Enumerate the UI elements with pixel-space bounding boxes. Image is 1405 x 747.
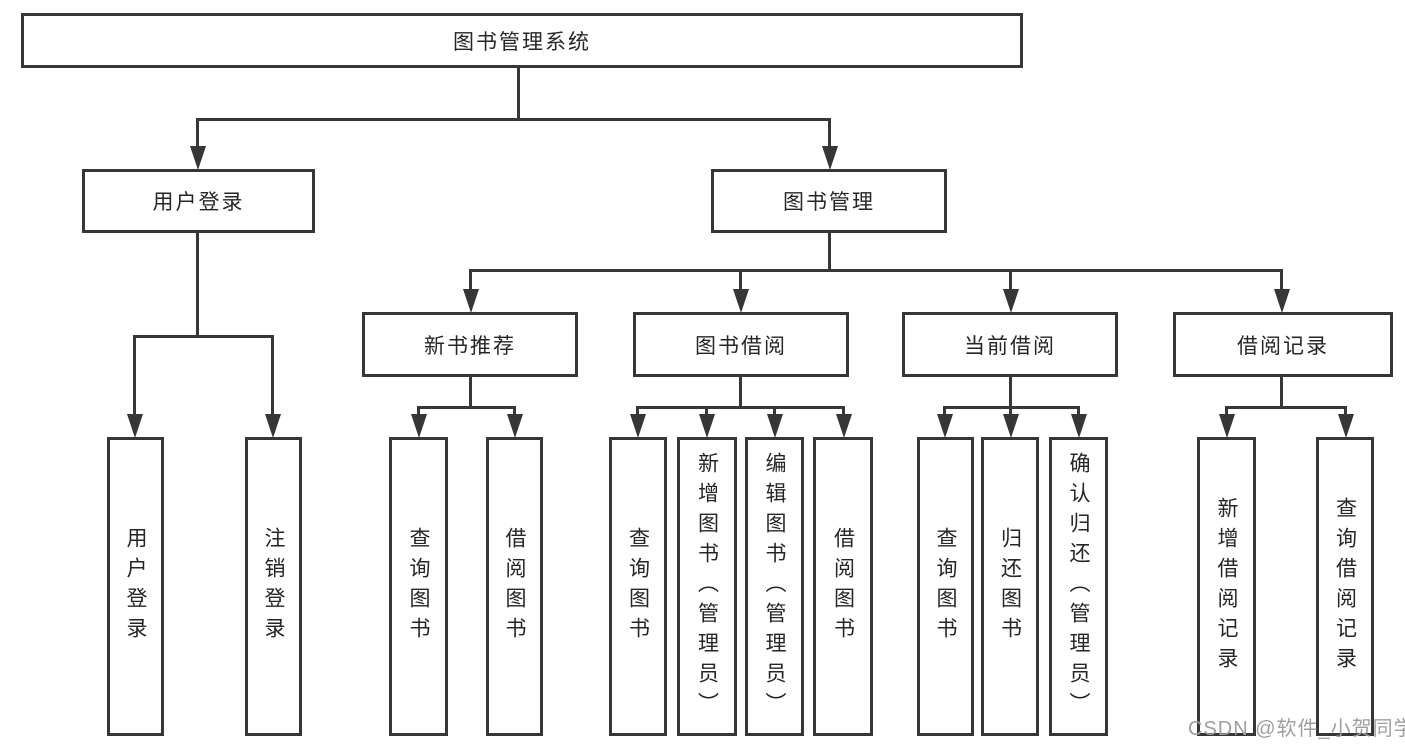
connector-stem (1009, 406, 1012, 417)
arrowhead (1003, 414, 1019, 438)
arrowhead (1274, 289, 1290, 313)
node-book-management-label: 图书管理 (783, 191, 875, 214)
leaf-add-book-admin-label: 新增图书（管理员） (695, 451, 719, 722)
arrowhead (507, 414, 523, 438)
connector-section-rail (1225, 406, 1347, 409)
arrowhead (937, 414, 953, 438)
node-current-borrow: 当前借阅 (902, 312, 1118, 377)
leaf-confirm-return-admin: 确认归还（管理员） (1049, 437, 1108, 736)
connector-section-trunk (469, 375, 472, 409)
connector-stem (943, 406, 946, 417)
connector-mgmt-trunk (828, 231, 831, 271)
node-borrow-record-label: 借阅记录 (1237, 334, 1329, 358)
connector-stem (1344, 406, 1347, 417)
leaf-add-borrow-record: 新增借阅记录 (1197, 437, 1256, 736)
leaf-query-book-borrow: 查询图书 (609, 437, 667, 736)
connector-stem (196, 118, 199, 148)
connector-stem (828, 118, 831, 148)
leaf-add-book-admin: 新增图书（管理员） (677, 437, 737, 736)
connector-stem (1077, 406, 1080, 417)
leaf-confirm-return-admin-label: 确认归还（管理员） (1067, 451, 1090, 722)
leaf-query-book-recommend-label: 查询图书 (407, 526, 430, 647)
connector-level3-rail (469, 269, 1282, 272)
leaf-query-borrow-record: 查询借阅记录 (1316, 437, 1374, 736)
node-root: 图书管理系统 (21, 13, 1023, 68)
leaf-query-book-current: 查询图书 (917, 437, 974, 736)
arrowhead (1219, 414, 1235, 438)
leaf-edit-book-admin-label: 编辑图书（管理员） (763, 451, 786, 722)
node-book-management: 图书管理 (711, 169, 947, 233)
connector-stem (271, 335, 274, 416)
connector-section-trunk (739, 375, 742, 409)
arrowhead (767, 414, 783, 438)
connector-stem (636, 406, 639, 417)
leaf-add-borrow-record-label: 新增借阅记录 (1215, 496, 1238, 677)
arrowhead (411, 414, 427, 438)
arrowhead (1003, 289, 1019, 313)
connector-stem (469, 269, 472, 291)
arrowhead (463, 289, 479, 313)
leaf-user-login-label: 用户登录 (124, 526, 147, 647)
arrowhead (190, 146, 206, 170)
connector-root-trunk (517, 66, 520, 120)
node-current-borrow-label: 当前借阅 (964, 334, 1056, 358)
node-new-book-recommend: 新书推荐 (362, 312, 578, 377)
leaf-borrow-book-recommend: 借阅图书 (486, 437, 543, 736)
connector-stem (705, 406, 708, 417)
leaf-return-book-label: 归还图书 (998, 526, 1022, 647)
node-book-borrow-label: 图书借阅 (695, 334, 787, 358)
leaf-borrow-book: 借阅图书 (813, 437, 873, 736)
arrowhead (265, 414, 281, 438)
arrowhead (733, 289, 749, 313)
connector-stem (842, 406, 845, 417)
connector-stem (133, 335, 136, 416)
node-user-login: 用户登录 (82, 169, 315, 233)
connector-section-trunk (1009, 375, 1012, 409)
connector-stem (417, 406, 420, 417)
connector-stem (1280, 269, 1283, 291)
node-user-login-label: 用户登录 (152, 191, 245, 214)
leaf-query-book-recommend: 查询图书 (389, 437, 448, 736)
node-new-book-recommend-label: 新书推荐 (424, 334, 516, 358)
connector-user-rail (133, 335, 274, 338)
leaf-logout: 注销登录 (245, 437, 302, 736)
arrowhead (1338, 414, 1354, 438)
arrowhead (127, 414, 143, 438)
node-root-label: 图书管理系统 (453, 30, 591, 54)
leaf-return-book: 归还图书 (981, 437, 1039, 736)
connector-user-trunk (196, 231, 199, 338)
arrowhead (1071, 414, 1087, 438)
leaf-edit-book-admin: 编辑图书（管理员） (745, 437, 804, 736)
csdn-watermark: CSDN @软件_小贺同学 (1188, 718, 1405, 740)
node-book-borrow: 图书借阅 (633, 312, 849, 377)
connector-section-rail (417, 406, 516, 409)
connector-section-trunk (1280, 375, 1283, 409)
leaf-query-book-borrow-label: 查询图书 (626, 526, 650, 647)
connector-stem (773, 406, 776, 417)
arrowhead (836, 414, 852, 438)
connector-stem (513, 406, 516, 417)
arrowhead (699, 414, 715, 438)
leaf-user-login: 用户登录 (107, 437, 164, 736)
connector-stem (1225, 406, 1228, 417)
arrowhead (822, 146, 838, 170)
leaf-query-borrow-record-label: 查询借阅记录 (1333, 496, 1357, 677)
leaf-query-book-current-label: 查询图书 (934, 526, 957, 647)
connector-section-rail (636, 406, 845, 409)
connector-stem (1009, 269, 1012, 291)
leaf-borrow-book-recommend-label: 借阅图书 (503, 526, 526, 647)
leaf-borrow-book-label: 借阅图书 (831, 526, 855, 647)
connector-stem (739, 269, 742, 291)
arrowhead (630, 414, 646, 438)
leaf-logout-label: 注销登录 (262, 526, 285, 647)
connector-level1-rail (196, 118, 830, 121)
node-borrow-record: 借阅记录 (1173, 312, 1393, 377)
